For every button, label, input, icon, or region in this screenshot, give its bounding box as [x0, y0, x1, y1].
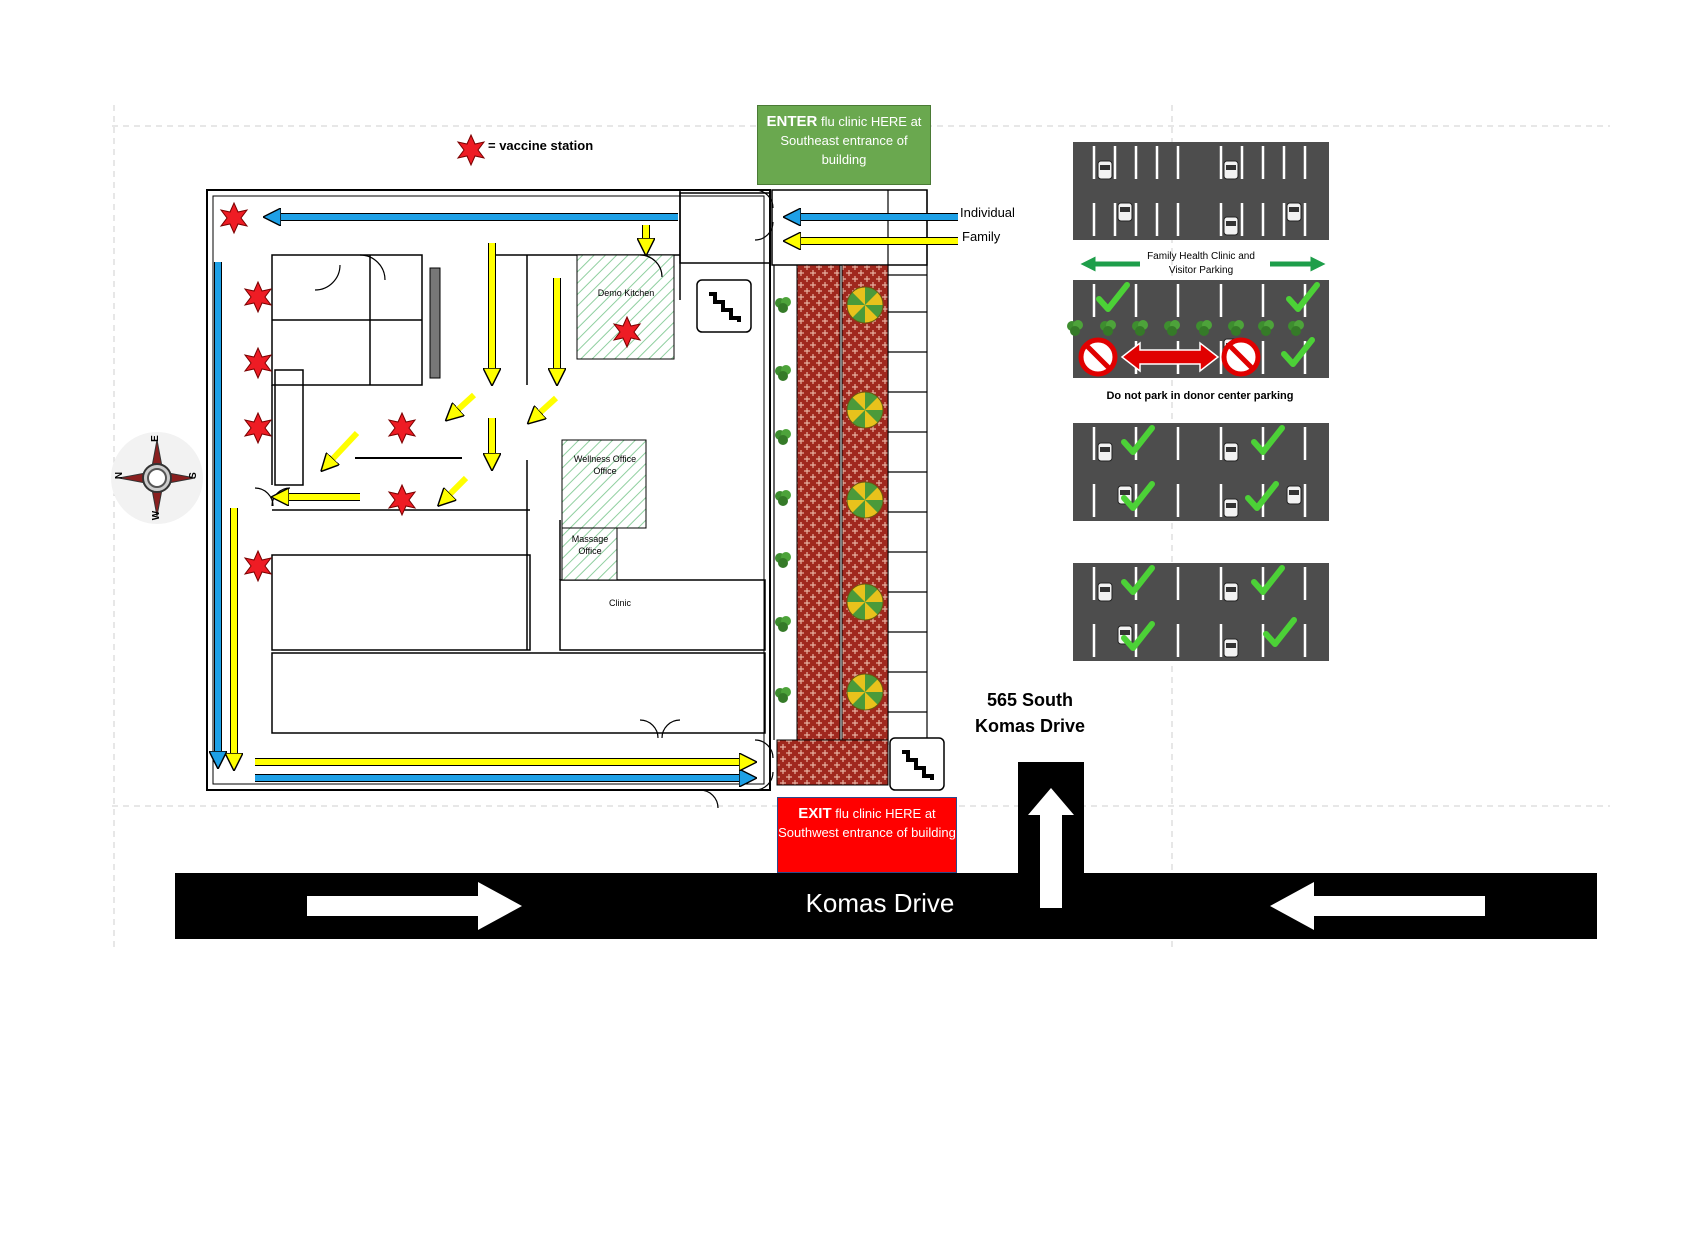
legend-star-icon — [457, 134, 485, 166]
donor-parking-warning: Do not park in donor center parking — [1106, 390, 1294, 402]
compass-w: W — [151, 510, 163, 521]
no-parking-icon — [1224, 340, 1258, 374]
brick-walkway-west — [796, 264, 841, 741]
no-parking-double-arrow-icon — [1120, 341, 1220, 373]
massage-office-label: Massage Office — [571, 534, 609, 556]
bush-icon — [775, 365, 791, 381]
exit-callout: EXIT flu clinic HERE at Southwest entran… — [777, 797, 957, 873]
umbrella-icon — [846, 286, 884, 324]
compass-rose-icon — [111, 432, 203, 524]
address-line2: Komas Drive — [974, 716, 1086, 736]
side-parking-stalls — [887, 190, 928, 745]
vaccine-station-star-icon — [244, 347, 272, 379]
family-route-label: Family — [962, 229, 1001, 244]
bush-icon — [775, 552, 791, 568]
address-line1: 565 South — [986, 690, 1074, 710]
parking-lot-1 — [1073, 142, 1329, 240]
umbrella-icon — [846, 583, 884, 621]
enter-text: flu clinic HERE at Southeast entrance of… — [780, 114, 922, 167]
exit-text: flu clinic HERE at Southwest entrance of… — [778, 806, 956, 840]
building-walls — [206, 189, 928, 791]
vaccine-station-star-icon — [244, 281, 272, 313]
compass-e: E — [149, 435, 161, 442]
street-name: Komas Drive — [805, 888, 955, 918]
bush-icon — [775, 297, 791, 313]
visitor-parking-label: Family Health Clinic and Visitor Parking — [1147, 251, 1255, 276]
demo-kitchen-label: Demo Kitchen — [597, 288, 655, 298]
exit-title: EXIT — [798, 805, 832, 822]
arrow-up-icon — [1028, 788, 1074, 908]
parking-lot-4 — [1073, 563, 1329, 661]
umbrella-icon — [846, 673, 884, 711]
no-parking-icon — [1081, 340, 1115, 374]
bush-icon — [775, 687, 791, 703]
stairs-icon — [696, 279, 752, 333]
legend-label: = vaccine station — [488, 138, 594, 153]
brick-entry-plaza — [776, 739, 889, 786]
vaccine-station-star-icon — [244, 550, 272, 582]
stairs-icon — [889, 737, 945, 791]
bush-icon — [775, 616, 791, 632]
parking-lot-3 — [1073, 423, 1329, 521]
umbrella-icon — [846, 391, 884, 429]
wellness-office-label: Wellness Office Office — [573, 454, 637, 476]
individual-route-label: Individual — [960, 205, 1015, 220]
enter-title: ENTER — [766, 113, 818, 130]
massage-office-room — [561, 527, 618, 581]
compass-n: N — [114, 471, 126, 480]
bush-icon — [775, 490, 791, 506]
enter-callout: ENTER flu clinic HERE at Southeast entra… — [757, 105, 931, 185]
arrow-left-icon — [1270, 882, 1485, 930]
arrow-right-icon — [307, 882, 522, 930]
bush-icon — [775, 429, 791, 445]
vaccine-station-star-icon — [388, 412, 416, 444]
umbrella-icon — [846, 481, 884, 519]
vaccine-station-star-icon — [244, 412, 272, 444]
clinic-label: Clinic — [608, 598, 631, 608]
vaccine-station-star-icon — [220, 202, 248, 234]
compass-s: S — [187, 472, 199, 479]
